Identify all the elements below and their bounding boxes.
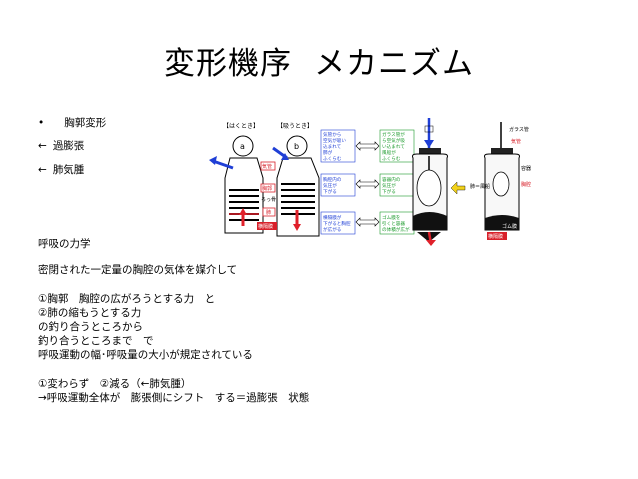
model-balloon-label: 肺＝風船 [470, 183, 490, 190]
body-line-9: →呼吸運動全体が 膨張側にシフト する＝過膨張 状態 [38, 392, 310, 404]
panel-a-heading: 【はくとき】 [223, 123, 259, 130]
title-main: 変形機序 [164, 46, 292, 82]
anatomy-tags: 気管 胸郭 ろっ骨 肺 横隔膜 [257, 161, 277, 230]
exhale-arrow-icon [209, 156, 217, 165]
bullet-3-symbol: ← [38, 164, 47, 176]
pull-down-arrow-icon [426, 240, 436, 246]
tag-airway: 気管 [262, 163, 272, 170]
model-vessel-label: 容器 [521, 165, 531, 172]
bullet-2-symbol: ← [38, 140, 47, 152]
svg-text:気管から 空気が吸い 込まれ: 気管から 空気が吸い 込まれて 肺が ふくらむ [323, 131, 347, 162]
jar-model-labelled: ガラス管 気管 肺＝風船 容器 胸腔 ゴム膜 横隔膜 [470, 122, 531, 240]
model-rubber-label: ゴム膜 [502, 223, 517, 230]
tag-lung: 肺 [266, 210, 271, 216]
model-diaphragm-label: 横隔膜 [488, 233, 503, 240]
svg-text:ガラス管が ら空気が吸 い込: ガラス管が ら空気が吸 い込まれて 風船が ふくらむ [382, 131, 406, 162]
bullet-1: • 胸郭変形 [38, 117, 106, 130]
tag-rib: ろっ骨 [261, 197, 276, 203]
bullet-1-text: 胸郭変形 [64, 117, 107, 129]
inward-arrow-icon [450, 181, 466, 195]
equivalence-arrows [355, 141, 380, 227]
svg-text:容器内の 気圧が 下がる: 容器内の 気圧が 下がる [382, 176, 402, 195]
figure-a-label: a [240, 142, 245, 151]
slide-title: 変形機序メカニズム [0, 38, 638, 83]
bullet-3-text: 肺気腫 [52, 164, 85, 176]
body-line-7: 呼吸運動の幅･呼吸量の大小が規定されている [38, 349, 253, 361]
body-line-6: 釣り合うところまで で [38, 335, 154, 347]
bullet-2: ← 過膨張 [38, 140, 84, 153]
inhale-arrow-icon [281, 153, 289, 160]
svg-text:横隔膜が 下がると胸腔 が広: 横隔膜が 下がると胸腔 が広がる [323, 214, 352, 233]
svg-text:胸腔内の 気圧が 下がる: 胸腔内の 気圧が 下がる [323, 176, 343, 195]
bullet-3: ← 肺気腫 [38, 164, 84, 177]
body-line-5: の釣り合うところから [38, 321, 143, 333]
body-line-8: ①変わらず ②減る（←肺気腫） [38, 378, 192, 390]
tag-diaphragm: 横隔膜 [258, 223, 273, 230]
diaphragm-up-arrow-icon [239, 208, 247, 215]
figure-b-label: b [294, 142, 299, 151]
bullet-1-symbol: • [38, 117, 45, 129]
body-line-3: ①胸郭 胸腔の広がろうとする力 と [38, 293, 216, 305]
model-chest-label: 胸腔 [521, 181, 531, 188]
tag-thorax: 胸郭 [262, 185, 272, 192]
diaphragm-down-arrow-icon [293, 224, 301, 231]
air-in-arrow-icon [424, 140, 434, 148]
model-explanations: ガラス管が ら空気が吸 い込まれて 風船が ふくらむ 容器内の 気圧が 下がる … [379, 129, 415, 235]
body-line-4: ②肺の縮もうとする力 [38, 307, 142, 319]
title-sub: メカニズム [314, 46, 474, 82]
panel-b-heading: 【吸うとき】 [277, 123, 313, 130]
model-glass-label: ガラス管 [509, 126, 529, 133]
body-line-2: 密閉された一定量の胸腔の気体を媒介して [38, 264, 238, 276]
jar-model-inhale [412, 118, 466, 246]
figure-a: a [209, 135, 264, 234]
human-explanations: 気管から 空気が吸い 込まれて 肺が ふくらむ 胸腔内の 気圧が 下がる 横隔膜… [320, 129, 356, 235]
bullet-2-text: 過膨張 [52, 140, 85, 152]
breathing-mechanism-diagram: 【はくとき】 【吸うとき】 a b [209, 118, 531, 246]
model-airway-label: 気管 [511, 138, 521, 145]
svg-text:ゴム膜を 引くと容器 の体積: ゴム膜を 引くと容器 の体積が広が [382, 214, 410, 233]
body-line-1: 呼吸の力学 [38, 238, 91, 250]
figure-b: b [272, 135, 320, 237]
